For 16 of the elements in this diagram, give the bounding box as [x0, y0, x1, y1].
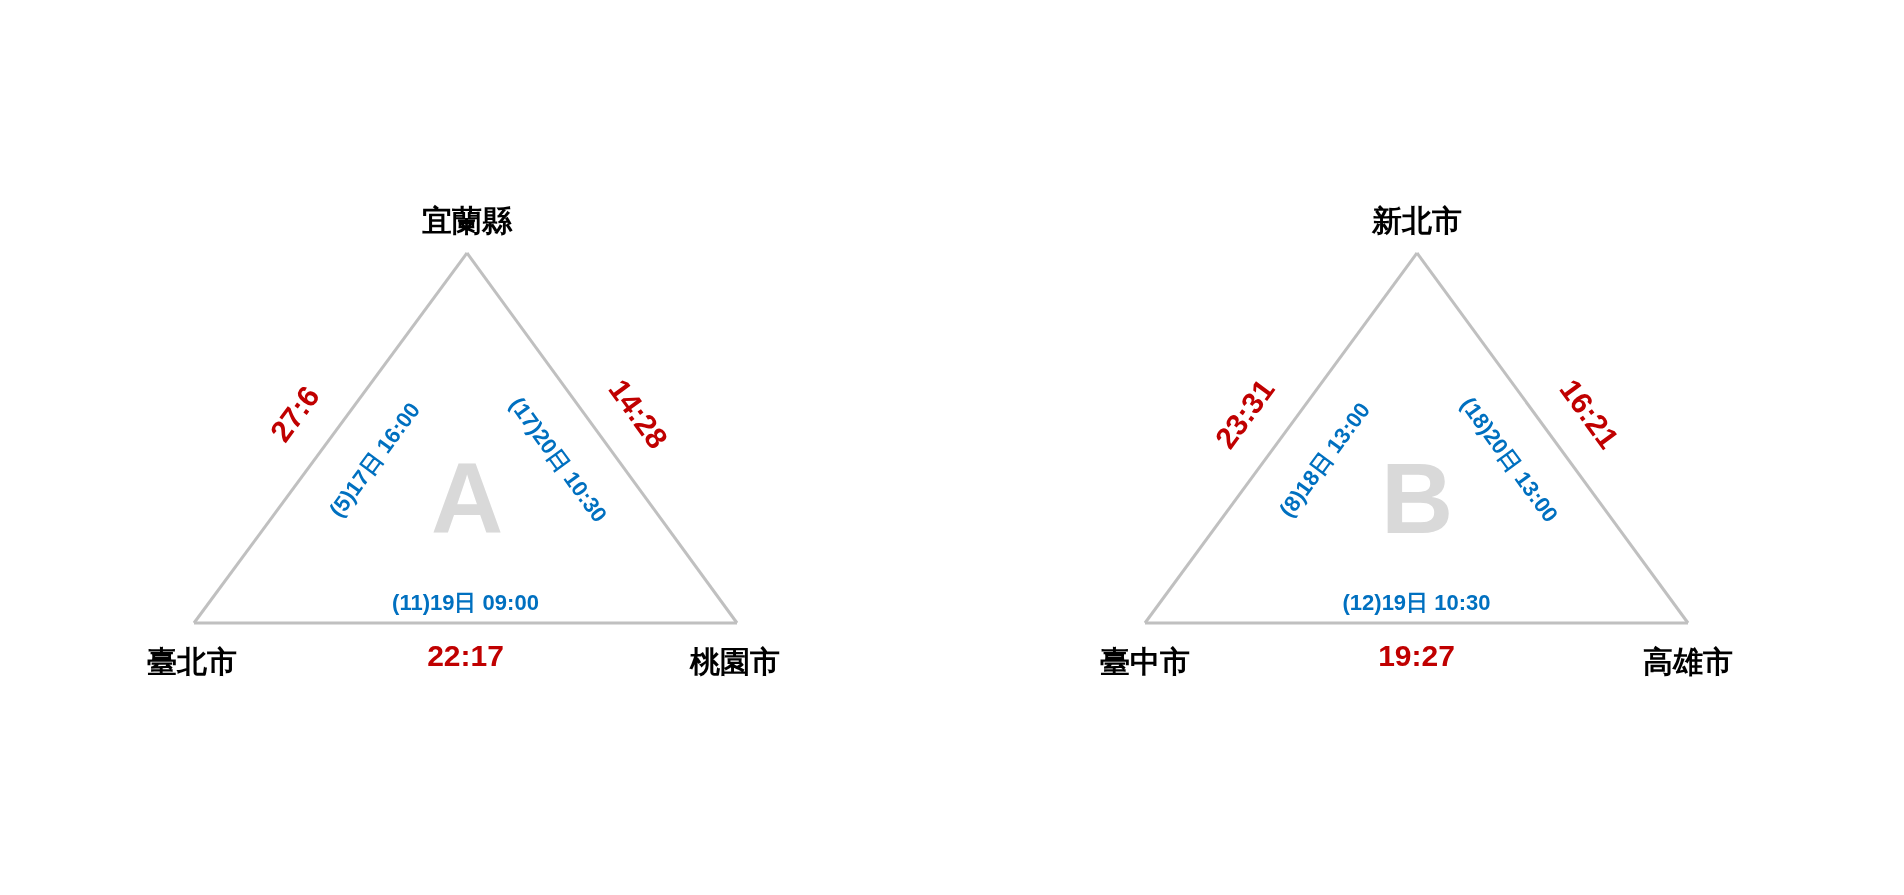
- triangle-side: [1415, 252, 1690, 624]
- city-label: 高雄市: [1643, 647, 1733, 677]
- triangle-side: [1145, 621, 1688, 625]
- triangle-side: [192, 252, 469, 624]
- score-label: 19:27: [1378, 641, 1455, 671]
- score-label: 22:17: [427, 641, 504, 671]
- triangle-side: [1143, 252, 1419, 624]
- triangle-side: [465, 252, 739, 624]
- city-label: 新北市: [1372, 206, 1462, 236]
- city-label: 桃園市: [690, 647, 780, 677]
- city-label: 臺中市: [1100, 647, 1190, 677]
- edge-label: (12)19日 10:30: [1342, 592, 1491, 614]
- city-label: 宜蘭縣: [422, 206, 512, 236]
- edge-label: (11)19日 09:00: [392, 592, 539, 614]
- city-label: 臺北市: [147, 647, 237, 677]
- triangle-side: [194, 621, 737, 625]
